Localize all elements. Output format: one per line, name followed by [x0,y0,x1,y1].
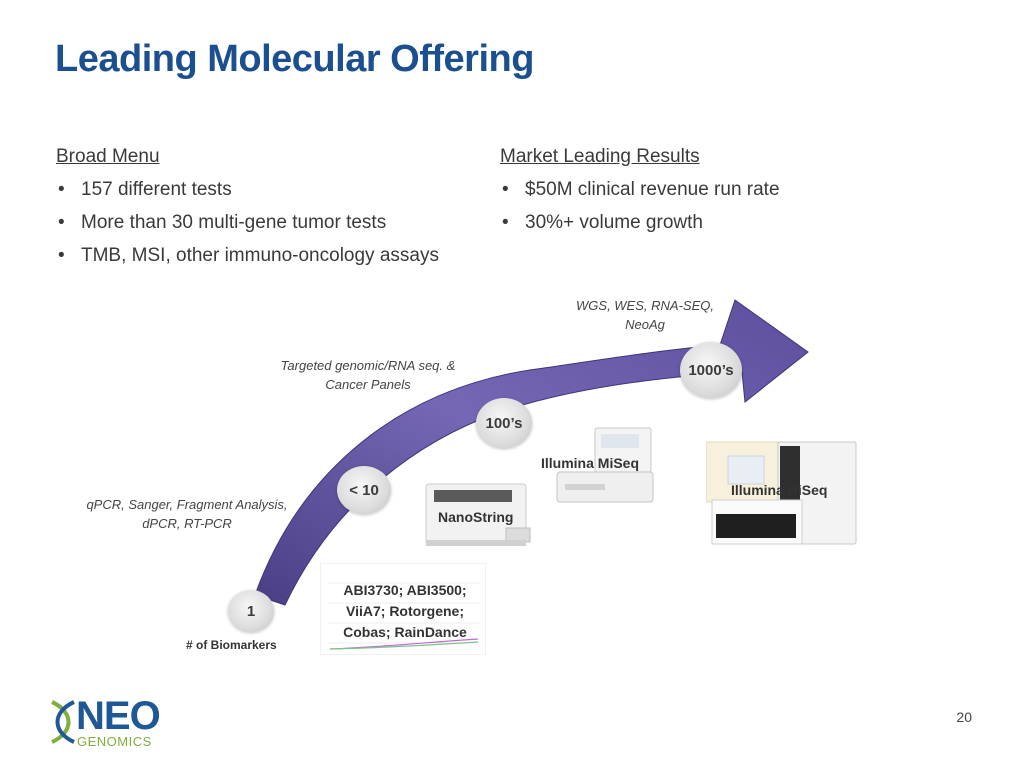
note-qpcr: qPCR, Sanger, Fragment Analysis, dPCR, R… [56,495,318,533]
broad-menu-list: 157 different tests More than 30 multi-g… [56,179,486,278]
abi-label-line: Cobas; RainDance [343,624,467,640]
nanostring-instrument-image [425,483,531,546]
note-line: dPCR, RT-PCR [142,516,232,531]
abi-label-line: ViiA7; Rotorgene; [346,603,464,619]
list-item: TMB, MSI, other immuno-oncology assays [56,245,486,278]
market-results-list: $50M clinical revenue run rate 30%+ volu… [500,179,920,245]
market-results-heading: Market Leading Results [500,146,700,167]
list-item: 30%+ volume growth [500,212,920,245]
miseq-instrument-image [556,427,654,503]
stage-100s-bubble: 100’s [476,398,532,448]
note-targeted: Targeted genomic/RNA seq. & Cancer Panel… [248,356,488,394]
note-line: NeoAg [625,317,665,332]
note-wgs: WGS, WES, RNA-SEQ, NeoAg [540,296,750,334]
hiseq-instrument-image [706,441,857,545]
list-item: More than 30 multi-gene tumor tests [56,212,486,245]
neogenomics-logo: NEO GENOMICS [46,694,186,749]
list-item: 157 different tests [56,179,486,212]
logo-subtitle: GENOMICS [77,734,152,749]
nanostring-label: NanoString [438,509,514,525]
page-title: Leading Molecular Offering [55,38,534,80]
broad-menu-column: Broad Menu 157 different tests More than… [56,146,486,278]
logo-wordmark: NEO [76,694,161,738]
helix-icon [51,700,75,744]
stage-1000s-bubble: 1000’s [680,342,742,398]
market-results-column: Market Leading Results $50M clinical rev… [500,146,920,245]
note-line: WGS, WES, RNA-SEQ, [576,298,714,313]
abi-instrument-image [320,563,486,655]
stage-1-bubble: 1 [228,590,274,632]
note-line: qPCR, Sanger, Fragment Analysis, [86,497,288,512]
note-line: Targeted genomic/RNA seq. & [280,358,456,373]
list-item: $50M clinical revenue run rate [500,179,920,212]
note-line: Cancer Panels [325,377,411,392]
abi-label: ABI3730; ABI3500; ViiA7; Rotorgene; Coba… [337,580,473,643]
abi-label-line: ABI3730; ABI3500; [343,582,467,598]
miseq-label: Illumina MiSeq [541,455,640,471]
hiseq-label: Illumina HiSeq [731,482,828,498]
broad-menu-heading: Broad Menu [56,146,160,167]
axis-label: # of Biomarkers [186,638,277,652]
page-number: 20 [956,709,972,725]
stage-under-10-bubble: < 10 [337,466,391,514]
